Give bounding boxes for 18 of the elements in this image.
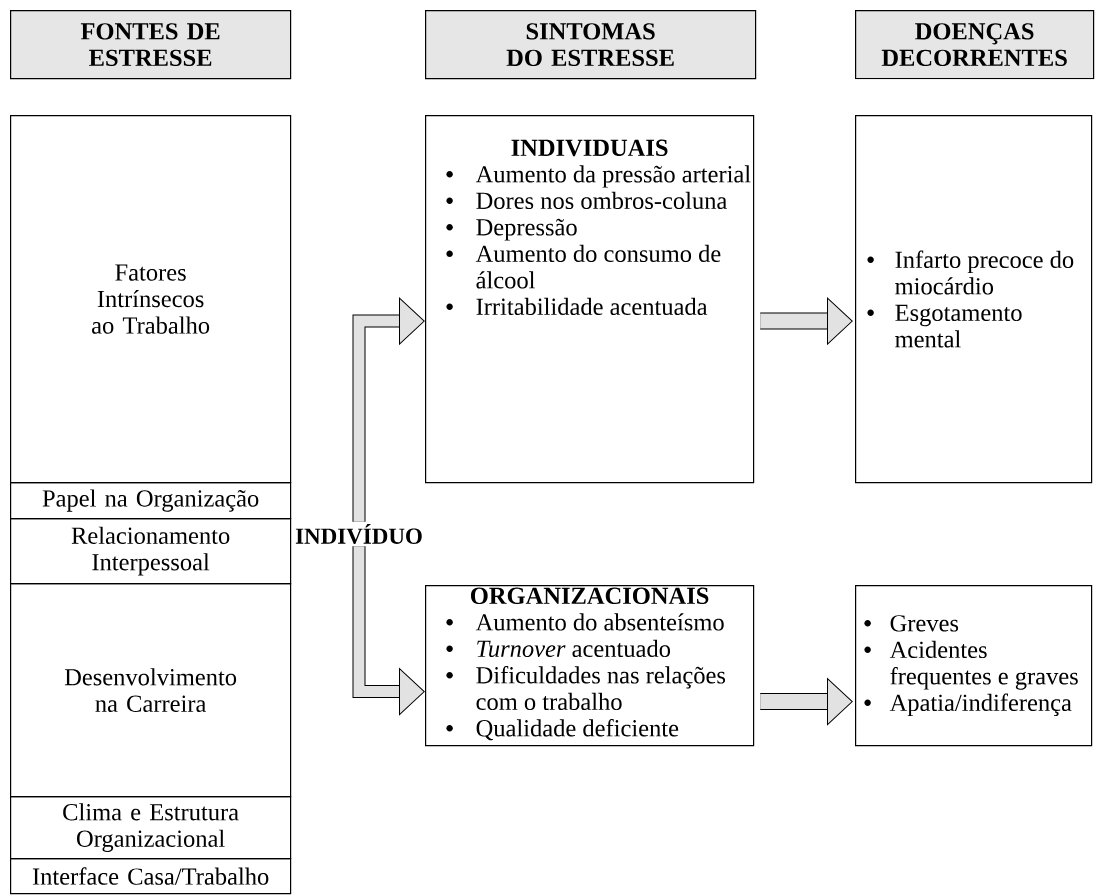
- header-box: SINTOMAS DO ESTRESSE: [425, 10, 757, 80]
- block-arrow: [352, 297, 425, 522]
- center-label: INDIVÍDUO: [295, 523, 422, 545]
- header-box: DOENÇAS DECORRENTES: [855, 10, 1095, 80]
- block-arrow: [760, 678, 853, 726]
- table-cell: Papel na Organização: [10, 482, 292, 520]
- block-arrow: [352, 546, 425, 716]
- symptom-box: INDIVIDUAIS Aumento da pressão arterial Dores nos ombros-coluna Depressão Aumento do consumo de álcool Irritabilidade acentuada: [425, 115, 755, 484]
- table-cell: Desenvolvimento na Carreira: [10, 583, 292, 798]
- symptom-box: ORGANIZACIONAIS Aumento do absenteísmo Turnover acentuado Dificuldades nas relações com o trabalho Qualidade deficiente: [425, 585, 755, 747]
- table-cell: Relacionamento Interpessoal: [10, 518, 292, 585]
- table-cell: Interface Casa/Trabalho: [10, 858, 292, 895]
- table-cell: Fatores Intrínsecos ao Trabalho: [10, 115, 292, 484]
- symptom-box: Infarto precoce do miocárdio Esgotamento mental: [855, 115, 1093, 484]
- block-arrow: [760, 297, 853, 345]
- table-cell: Clima e Estrutura Organizacional: [10, 796, 292, 860]
- symptom-box: Greves Acidentes frequentes e graves Apatia/indiferença: [855, 585, 1093, 747]
- header-box: FONTES DE ESTRESSE: [10, 10, 292, 80]
